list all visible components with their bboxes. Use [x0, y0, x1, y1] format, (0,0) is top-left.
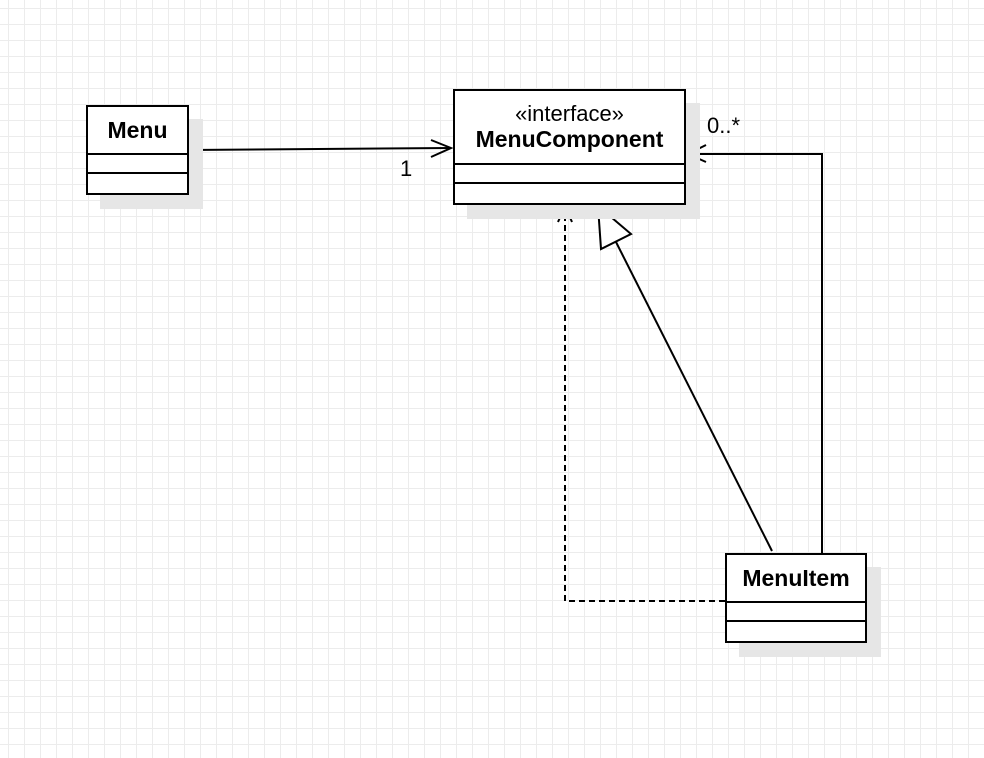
class-menu-item[interactable]: MenuItem: [725, 553, 867, 643]
open-arrowhead-icon: [430, 139, 454, 158]
class-name: MenuComponent: [475, 125, 664, 152]
class-name: MenuItem: [742, 565, 850, 592]
operations-section: [455, 184, 684, 203]
class-header: «interface» MenuComponent: [455, 91, 684, 165]
multiplicity-label: 0..*: [707, 113, 741, 138]
realization-item-to-component[interactable]: [557, 203, 725, 602]
attributes-section: [455, 165, 684, 184]
multiplicity-label: 1: [400, 156, 413, 181]
open-arrowhead-icon: [557, 203, 573, 223]
attributes-section: [88, 155, 187, 175]
class-name: Menu: [107, 117, 168, 144]
class-menu-component[interactable]: «interface» MenuComponent: [453, 89, 686, 205]
open-arrowhead-icon: [685, 144, 707, 163]
operations-section: [88, 174, 187, 193]
hollow-triangle-arrowhead-icon: [596, 203, 633, 251]
association-item-to-component[interactable]: [685, 144, 823, 553]
class-menu[interactable]: Menu: [86, 105, 189, 195]
class-header: Menu: [88, 107, 187, 156]
class-stereotype: «interface»: [515, 100, 624, 126]
generalization-item-to-component[interactable]: [596, 203, 773, 552]
operations-section: [727, 622, 865, 641]
association-menu-to-component[interactable]: [188, 139, 454, 158]
class-header: MenuItem: [727, 555, 865, 604]
attributes-section: [727, 603, 865, 623]
